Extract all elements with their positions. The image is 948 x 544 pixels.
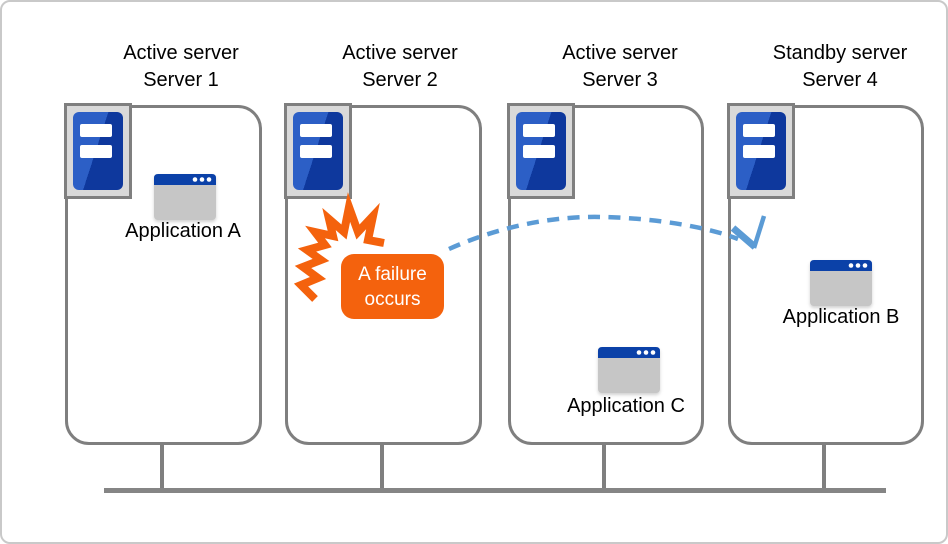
server-tower-icon: [727, 103, 795, 199]
network-bus-line: [104, 488, 886, 493]
server2-name: Server 2: [362, 69, 438, 91]
app-window-icon: [598, 347, 660, 393]
server-tower-icon: [284, 103, 352, 199]
server1-title: Active server Server 1: [71, 40, 291, 94]
server4-role: Standby server: [772, 42, 908, 64]
server-tower-glyph: [736, 112, 786, 190]
server3-role: Active server: [562, 42, 678, 64]
server-tower-glyph: [73, 112, 123, 190]
server1-network-connector: [160, 443, 164, 491]
server3-name: Server 3: [582, 69, 658, 91]
server4-title: Standby server Server 4: [730, 40, 946, 94]
server1-name: Server 1: [143, 69, 219, 91]
failure-text-line2: occurs: [364, 288, 421, 310]
server4-name: Server 4: [802, 69, 878, 91]
server2-title: Active server Server 2: [290, 40, 510, 94]
app-c-label: Application C: [567, 395, 685, 417]
server3-title: Active server Server 3: [510, 40, 730, 94]
app-window-icon: [154, 174, 216, 220]
failure-text-line1: A failure: [358, 263, 427, 285]
server4-network-connector: [822, 443, 826, 491]
server-tower-icon: [64, 103, 132, 199]
app-b-label: Application B: [782, 306, 900, 328]
server-tower-glyph: [293, 112, 343, 190]
server2-network-connector: [380, 443, 384, 491]
app-a-label: Application A: [125, 220, 241, 242]
server2-role: Active server: [342, 42, 458, 64]
server1-role: Active server: [123, 42, 239, 64]
server-tower-glyph: [516, 112, 566, 190]
app-window-icon: [810, 260, 872, 306]
server-tower-icon: [507, 103, 575, 199]
failure-callout: A failure occurs: [341, 254, 444, 319]
server3-network-connector: [602, 443, 606, 491]
